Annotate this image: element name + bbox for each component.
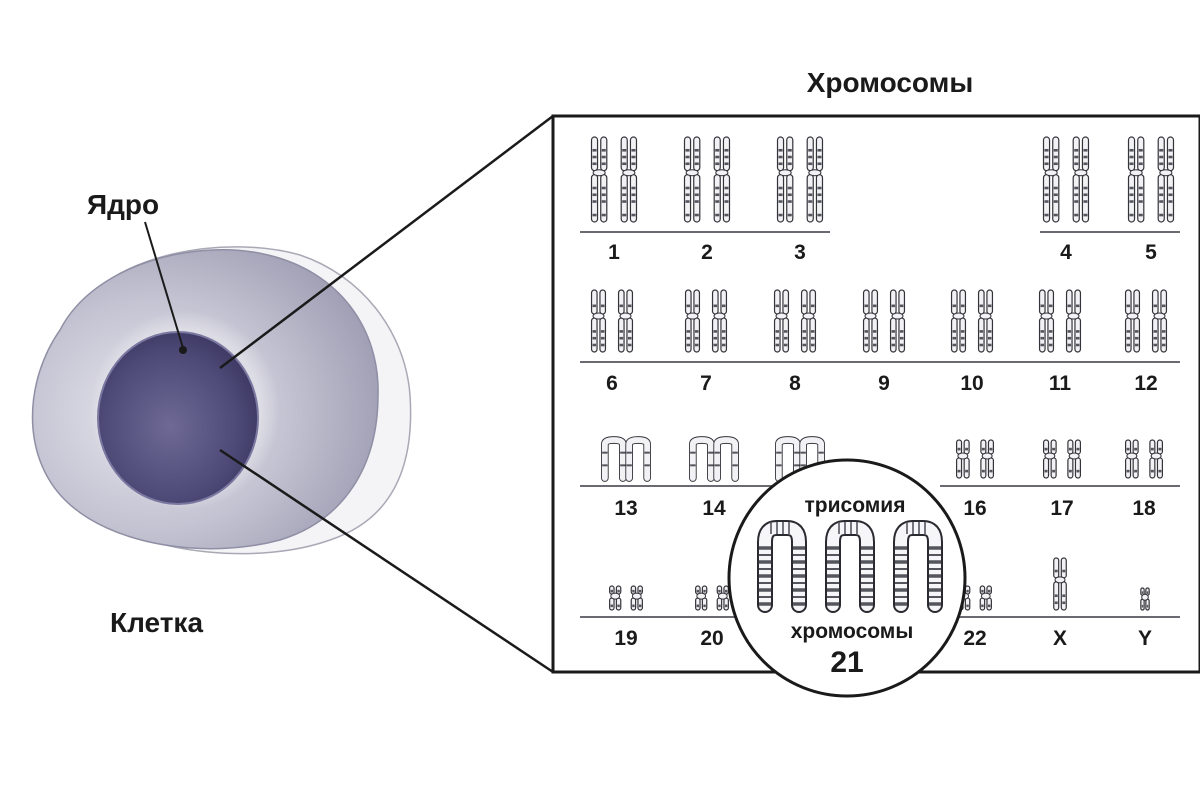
chromosome-pair-16: 16 (955, 439, 995, 520)
chromosome-number-label: 9 (878, 372, 890, 395)
chromosome-pair-4: 4 (1042, 136, 1090, 264)
chromosome-number-label: 18 (1132, 497, 1156, 520)
chromosome-label: хромосомы (791, 620, 914, 643)
chromosome-pair-18: 18 (1124, 439, 1164, 520)
chromosomes-title: Хромосомы (807, 67, 974, 98)
chromosome-number-label: 2 (701, 241, 713, 264)
chromosome-pair-13: 13 (601, 436, 651, 520)
chromosome-number-label: 19 (614, 627, 637, 650)
chromosome-pair-7: 7 (684, 289, 728, 395)
magnifier-circle (727, 458, 967, 698)
chromosome-number-label: 14 (702, 497, 726, 520)
chromosome-number-label: Y (1138, 627, 1152, 650)
chromosome-number-label: 5 (1145, 241, 1157, 264)
chromosome-number-label: 7 (700, 372, 712, 395)
nucleus-label: Ядро (87, 189, 159, 220)
chromosome-number-21: 21 (830, 646, 863, 679)
chromosome-pair-2: 2 (683, 136, 731, 264)
chromosome-number-label: 6 (606, 372, 618, 395)
chromosome-pair-6: 6 (590, 289, 634, 395)
chromosome-row: 6 7 8 9 10 11 12 (580, 289, 1180, 395)
chromosome-pair-x: X (1053, 557, 1067, 650)
chromosome-pair-10: 10 (950, 289, 994, 395)
chromosome-pair-8: 8 (773, 289, 817, 395)
chromosome-number-label: 12 (1134, 372, 1157, 395)
chromosome-number-label: X (1053, 627, 1067, 650)
chromosome-pair-9: 9 (862, 289, 906, 395)
chromosome-21-copy (893, 520, 943, 613)
chromosome-pair-12: 12 (1124, 289, 1168, 395)
cell-label: Клетка (110, 607, 203, 638)
chromosome-pair-14: 14 (689, 436, 739, 520)
connector-line-bottom (219, 448, 554, 674)
chromosome-pair-3: 3 (776, 136, 824, 264)
chromosome-number-label: 16 (963, 497, 986, 520)
chromosome-21-copy (825, 520, 875, 613)
trisomy-label: трисомия (805, 494, 906, 517)
chromosome-number-label: 8 (789, 372, 801, 395)
chromosome-pair-y: Y (1138, 587, 1152, 650)
chromosome-number-label: 22 (963, 627, 986, 650)
chromosome-number-label: 13 (614, 497, 637, 520)
chromosome-number-label: 11 (1049, 372, 1072, 395)
chromosome-number-label: 10 (960, 372, 983, 395)
chromosome-number-label: 20 (700, 627, 723, 650)
chromosome-number-label: 4 (1060, 241, 1072, 264)
nucleolus-dot (179, 346, 187, 354)
chromosome-number-label: 17 (1050, 497, 1073, 520)
chromosome-pair-17: 17 (1042, 439, 1082, 520)
chromosome-number-label: 3 (794, 241, 806, 264)
chromosome-pair-11: 11 (1038, 289, 1082, 395)
karyotype-grid: 123456789101112131415161718192022XY (580, 136, 1180, 650)
trisomy-21-chromosomes (757, 520, 943, 613)
chromosome-pair-1: 1 (590, 136, 638, 264)
chromosome-number-label: 1 (608, 241, 620, 264)
connector-line-top (219, 115, 554, 369)
chromosome-pair-5: 5 (1127, 136, 1175, 264)
nucleus-leader-line (144, 221, 184, 349)
chromosome-pair-19: 19 (609, 585, 643, 650)
chromosome-21-copy (757, 520, 807, 613)
chromosome-pair-20: 20 (695, 585, 729, 650)
magnifier: трисомия хромосомы 21 (727, 458, 967, 698)
cell (31, 246, 412, 555)
chromosome-row: 1 2 3 4 5 (580, 136, 1180, 264)
